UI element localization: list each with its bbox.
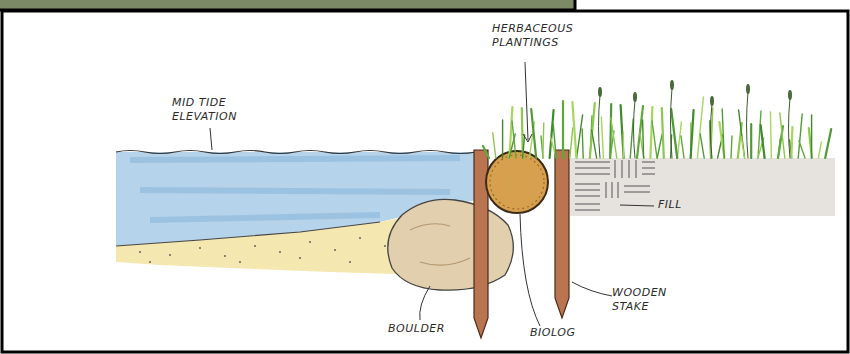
grass-blade <box>582 129 583 158</box>
grass-blade <box>483 146 489 158</box>
grass-blade <box>750 124 752 158</box>
wooden-stake <box>555 150 569 318</box>
seed-stalk <box>599 95 601 158</box>
grass-blade <box>731 136 732 158</box>
seed-head <box>670 80 674 90</box>
grass-blade <box>780 113 785 158</box>
grass-blade <box>637 106 643 158</box>
part-label: HERBACEOUS PLANTINGS <box>492 22 602 50</box>
leader-arrowhead <box>523 134 532 142</box>
grass-blade <box>621 105 624 158</box>
grass-blade <box>523 135 525 158</box>
grass-blade <box>611 118 617 158</box>
grass-blade <box>652 121 657 158</box>
sand <box>116 212 430 275</box>
biolog-texture <box>490 155 544 209</box>
grass-blade <box>562 101 564 158</box>
seed-head <box>788 90 792 100</box>
seed-head <box>598 87 602 97</box>
grass-blade <box>662 108 664 158</box>
grass-blade <box>643 120 644 158</box>
seed-head <box>633 92 637 102</box>
leader-line <box>572 282 612 296</box>
grass-blade <box>550 110 554 158</box>
leader-line <box>620 205 654 206</box>
part-label: WOODEN STAKE <box>612 286 682 314</box>
sand-dots <box>139 231 401 263</box>
frame-border <box>2 11 848 352</box>
seed-head <box>710 96 714 106</box>
part-label: MID TIDE ELEVATION <box>172 96 252 124</box>
grass-blade <box>791 127 792 158</box>
grass-blade <box>770 112 771 158</box>
part-label: BIOLOG <box>530 326 575 340</box>
grass-blade <box>650 107 652 158</box>
seed-stalk <box>789 98 791 158</box>
grass-blade <box>502 120 503 158</box>
grass-blade <box>691 110 694 158</box>
boulder-shape <box>388 199 514 290</box>
part-label: FILL <box>658 198 682 212</box>
grass-blade <box>722 109 724 158</box>
bed-line <box>116 222 380 246</box>
grass-blade <box>677 122 681 158</box>
water-line <box>116 151 476 154</box>
grass-blade <box>601 117 603 158</box>
grass-blade <box>623 132 624 158</box>
leader-line <box>210 128 212 150</box>
grass-blade <box>739 110 745 158</box>
grass-blade <box>570 128 573 158</box>
grass-blade <box>543 123 544 158</box>
leader-line <box>525 62 528 140</box>
grass-blade <box>741 137 744 158</box>
photo-strip <box>0 0 575 10</box>
grass-blade <box>825 129 831 158</box>
grass-blade <box>592 130 597 158</box>
grass-blade <box>811 115 812 158</box>
grass-blade <box>761 125 765 158</box>
grass-blade <box>553 124 556 158</box>
seed-stalk <box>711 104 713 158</box>
boulder-shading <box>410 224 470 265</box>
grass-blade <box>572 102 576 158</box>
grass-blade <box>681 136 684 158</box>
grass-blade <box>671 109 677 158</box>
grass-blade <box>630 119 633 158</box>
leader-line <box>420 286 430 320</box>
biolog-roll <box>486 151 548 213</box>
grass-blade <box>700 134 704 158</box>
grass-blade <box>531 109 536 158</box>
grass-blade <box>798 114 802 158</box>
grass-blade <box>799 141 805 158</box>
soil <box>570 158 835 216</box>
seed-stalk <box>747 92 749 158</box>
grass-blade <box>493 133 496 158</box>
seed-stalk <box>671 88 673 158</box>
grass-blade <box>657 134 662 158</box>
grass-blade <box>818 142 821 158</box>
leader-line <box>520 214 540 326</box>
grass-blade <box>577 115 583 158</box>
herbaceous-plantings <box>483 80 831 158</box>
grass-blade <box>697 97 703 158</box>
fill-hatch <box>575 160 655 210</box>
part-label: BOULDER <box>388 322 445 336</box>
seed-head <box>746 84 750 94</box>
seed-stalk <box>634 100 636 158</box>
grass-blade <box>512 121 516 158</box>
